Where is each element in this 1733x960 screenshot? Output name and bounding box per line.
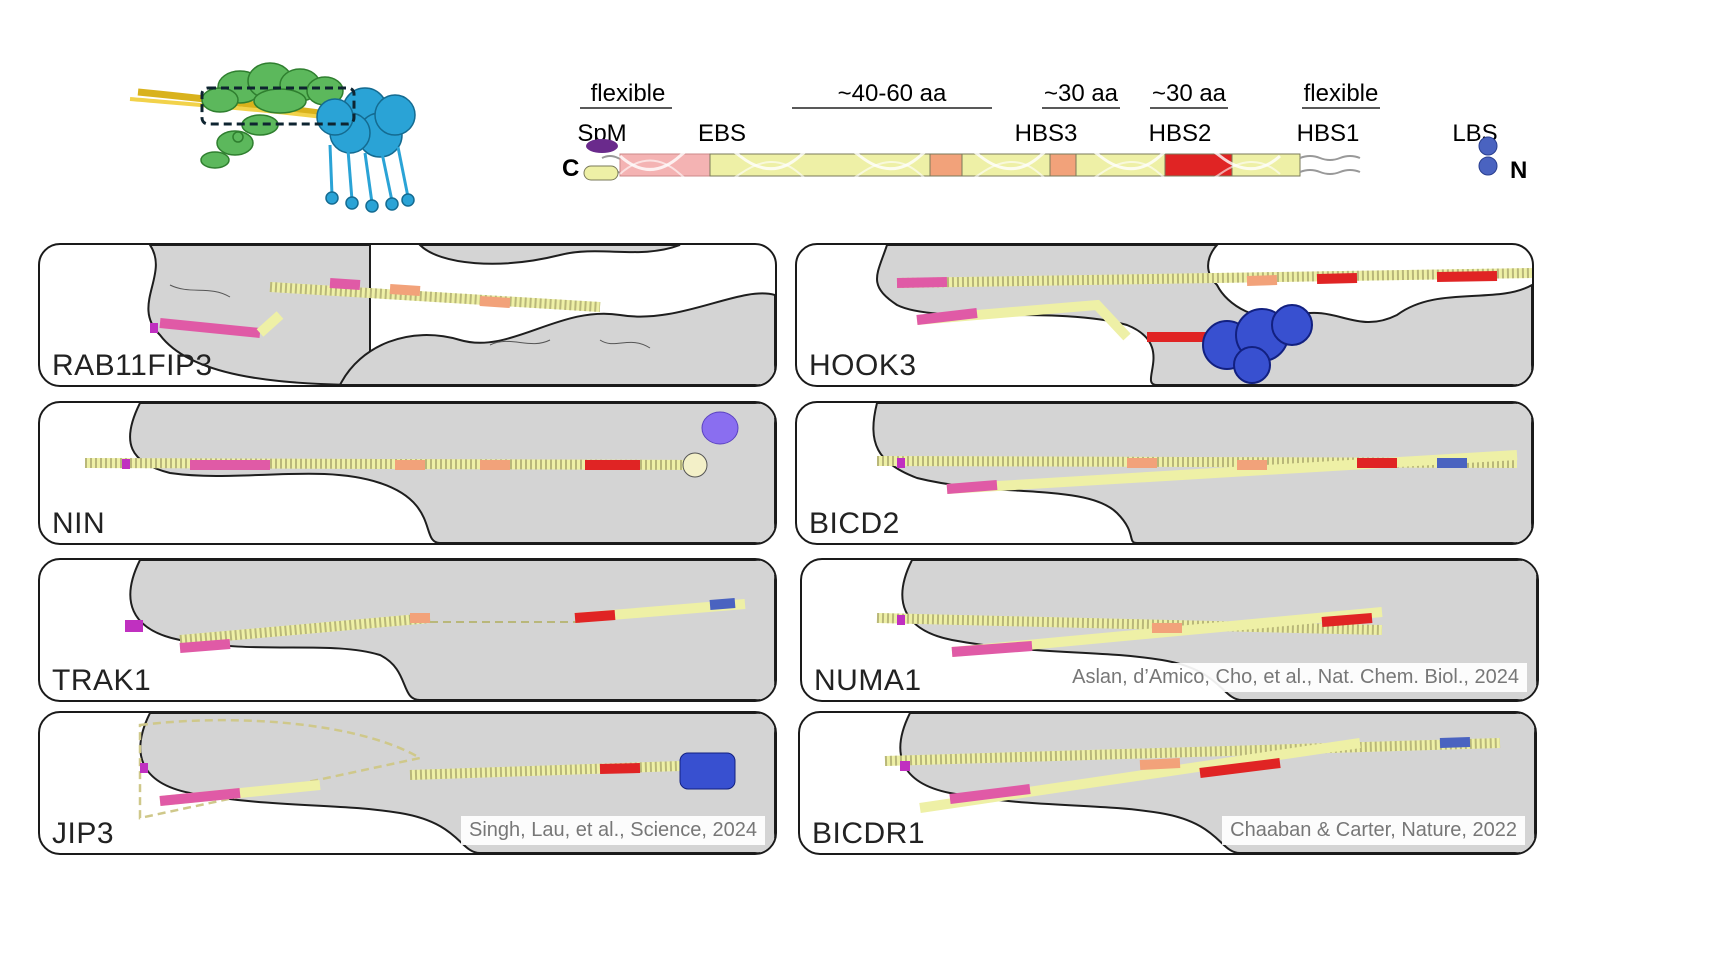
panel-label: NIN xyxy=(52,507,106,540)
n-terminus-label: N xyxy=(1510,157,1527,184)
panel-trak1: TRAK1 xyxy=(38,558,777,702)
panel-jip3: JIP3 Singh, Lau, et al., Science, 2024 xyxy=(38,711,777,855)
citation: Chaaban & Carter, Nature, 2022 xyxy=(1222,816,1525,845)
citation: Aslan, d’Amico, Cho, et al., Nat. Chem. … xyxy=(1064,663,1527,692)
panel-label: JIP3 xyxy=(52,817,115,850)
panel-label: BICD2 xyxy=(809,507,900,540)
panel-label: HOOK3 xyxy=(809,349,917,382)
bracket-label: ~30 aa xyxy=(1044,80,1119,107)
lbs-marker xyxy=(1478,136,1498,156)
citation: Singh, Lau, et al., Science, 2024 xyxy=(461,816,765,845)
lbs-marker xyxy=(1478,156,1498,176)
panel-bicdr1: BICDR1 Chaaban & Carter, Nature, 2022 xyxy=(798,711,1537,855)
adaptor-schematic: flexible ~40-60 aa ~30 aa ~30 aa flexibl… xyxy=(562,80,1527,188)
panel-bicd2: BICD2 xyxy=(795,401,1534,545)
site-label: HBS2 xyxy=(1149,120,1212,147)
panel-label: TRAK1 xyxy=(52,664,152,697)
panel-label: RAB11FIP3 xyxy=(52,349,213,382)
panel-rab11fip3: RAB11FIP3 xyxy=(38,243,777,387)
bracket-label: ~40-60 aa xyxy=(838,80,947,107)
bracket-label: flexible xyxy=(591,80,666,107)
panel-label: NUMA1 xyxy=(814,664,922,697)
panel-numa1: NUMA1 Aslan, d’Amico, Cho, et al., Nat. … xyxy=(800,558,1539,702)
site-label: HBS1 xyxy=(1297,120,1360,147)
bracket-label: ~30 aa xyxy=(1152,80,1227,107)
dynein-complex-illustration xyxy=(129,62,416,213)
c-terminus-label: C xyxy=(562,155,579,182)
bracket-label: flexible xyxy=(1304,80,1379,107)
panel-hook3: HOOK3 xyxy=(795,243,1534,387)
panel-nin: NIN xyxy=(38,401,777,545)
spm-marker xyxy=(586,139,618,153)
panel-label: BICDR1 xyxy=(812,817,926,850)
